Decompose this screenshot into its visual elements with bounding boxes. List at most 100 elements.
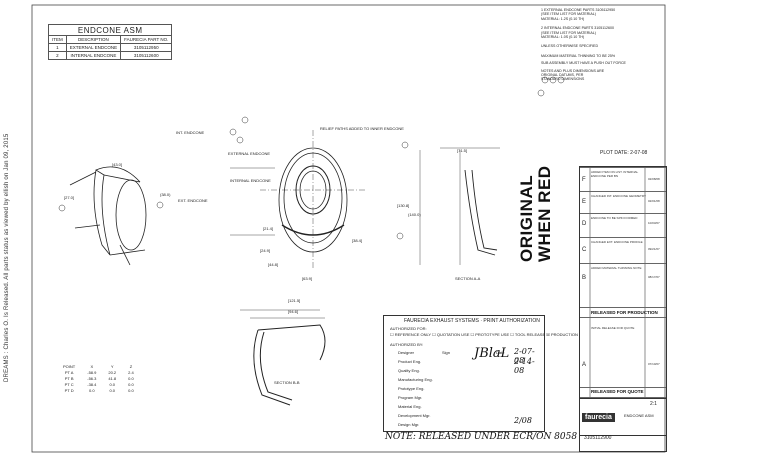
rev-text: ADDED ITEM ON LIST. INTERNAL ENDCONE PER… [591, 170, 639, 178]
note-line: (SEE ITEM LIST FOR MATERIAL) [541, 30, 596, 35]
title-scale: 2:1 [650, 401, 657, 407]
auth-role: Design Mgr. [398, 422, 420, 427]
stamp-line-2: WHEN RED [535, 165, 554, 262]
note-line: 2 INTERNAL ENDCONE PARTS 3105112600 [541, 26, 614, 31]
note-line: STANDARD DIMENSIONS [541, 77, 585, 82]
pt-header: X [90, 363, 94, 369]
date-label: Date [496, 350, 505, 355]
revision-table: F ADDED ITEM ON LIST. INTERNAL ENDCONE P… [579, 166, 667, 436]
pt-cell: 0.0 [109, 381, 116, 387]
pt-cell: 0.0 [89, 387, 95, 393]
note-line: SUB ASSEMBLY MUST HAVE A PUSH OUT FORCE [541, 61, 626, 66]
pt-header: POINT [63, 363, 76, 369]
auth-title: FAURECIA EXHAUST SYSTEMS · PRINT AUTHORI… [404, 318, 540, 324]
stamp-line-1: ORIGINAL [517, 174, 536, 262]
dim-label: [71.5] [457, 148, 468, 153]
label-section-bb: SECTION B-B [274, 380, 300, 385]
dim-label: [43.0] [112, 162, 123, 167]
title-block-frame [589, 166, 646, 398]
dim-label: [130.8] [397, 203, 410, 208]
rev-letter: E [582, 199, 587, 205]
bom-description: EXTERNAL ENDCONE [65, 43, 122, 52]
checkbox-prototype[interactable]: ☐ [470, 332, 476, 337]
note-line: MATERIAL: 1.0S (0.10 TH) [541, 35, 585, 40]
rev-date: 10/03/07 [648, 221, 660, 225]
handwritten-signature: JBlaL [474, 346, 510, 361]
rev-date: 07/10/07 [648, 362, 660, 366]
handwritten-date: 2/08 [514, 416, 532, 425]
label-relief: RELIEF PATHS ADDED TO INNER ENDCONE [320, 126, 404, 131]
bom-title: ENDCONE ASM [47, 24, 173, 36]
bom-part-no: 3105112950 [120, 43, 173, 52]
checkbox-reference[interactable]: ☐ [390, 332, 395, 337]
rev-date: 08/17/07 [648, 275, 660, 279]
pt-cell: PT C [64, 381, 74, 387]
pt-cell: 41.8 [108, 375, 117, 381]
dim-label: (38.0) [160, 192, 171, 197]
auth-option: PRODUCTION [550, 332, 578, 337]
bom-table: ENDCONE ASM ITEM DESCRIPTION FAURECIA PA… [47, 24, 173, 60]
auth-for-label: AUTHORIZED FOR: [390, 326, 427, 331]
rev-letter: B [582, 275, 587, 281]
dim-label: [121.5] [288, 298, 301, 303]
front-view [230, 130, 365, 270]
dim-label: [21.4] [263, 226, 274, 231]
bom-row: 1 EXTERNAL ENDCONE 3105112950 [48, 43, 173, 52]
pt-cell: 0.0 [128, 375, 134, 381]
bom-header: FAURECIA PART NO. [120, 35, 173, 44]
pt-cell: 0.0 [109, 387, 116, 393]
pt-cell: -38.4 [87, 381, 97, 387]
points-table: POINT X Y Z PT A -58.9 20.2 2.4 PT B -56… [57, 363, 140, 393]
section-b-view [240, 309, 326, 406]
auth-option: TOOL RELEASE [514, 332, 546, 337]
label-section-aa: SECTION A-A [455, 276, 481, 281]
isometric-view [69, 166, 147, 266]
released-production: RELEASED FOR PRODUCTION [591, 310, 658, 315]
label-ext-endcone: EXT. ENDCONE [178, 198, 208, 203]
checkbox-tool[interactable]: ☐ [510, 332, 515, 337]
dim-label: [94.6] [288, 309, 299, 314]
note-line: MATERIAL: 1.2S (0.10 TH) [541, 16, 585, 21]
sign-label: Sign [442, 350, 451, 355]
company-logo: faurecia [582, 413, 615, 422]
dim-label: [24.9] [260, 248, 271, 253]
rev-letter: D [582, 221, 587, 227]
rev-date: 02/01/08 [648, 199, 660, 203]
note-line: (SEE ITEM LIST FOR MATERIAL) [541, 12, 596, 17]
checkbox-quotation[interactable]: ☐ [432, 332, 437, 337]
rev-text: CHANGED INT. ENDCONE GEOMETRY [591, 194, 646, 198]
pt-cell: 0.0 [128, 387, 134, 393]
pt-cell: PT D [64, 387, 74, 393]
bom-header: ITEM [48, 35, 67, 44]
handwritten-date: 2-07-08 [514, 347, 535, 365]
section-a-view [419, 147, 500, 265]
bom-row: 2 INTERNAL ENDCONE 3105112600 [48, 51, 173, 60]
pt-cell: 0.0 [128, 381, 134, 387]
auth-options: ☐ REFERENCE ONLY ☐ QUOTATION USE ☐ PROTO… [390, 332, 578, 337]
auth-by-label: AUTHORIZED BY: [390, 342, 424, 347]
label-internal-endcone: INTERNAL ENDCONE [230, 178, 271, 183]
bom-part-no: 3105112600 [120, 51, 173, 60]
auth-role: Prototype Eng. [398, 386, 425, 391]
rev-text: ADDED MATERIAL THINNING NOTE [591, 266, 642, 270]
general-notes: 1 EXTERNAL ENDCONE PARTS 3105112950 (SEE… [541, 8, 701, 82]
dim-label: [27.0] [64, 195, 75, 200]
dim-label: (140.0) [408, 212, 421, 217]
pt-cell: 2.4 [128, 369, 134, 375]
bom-item: 2 [48, 51, 67, 60]
rev-text: INITIAL RELEASE FOR QUOTE [591, 326, 635, 330]
plot-date: PLOT DATE: 2-07-08 [600, 150, 648, 156]
rev-date: 09/21/07 [648, 247, 660, 251]
auth-option: QUOTATION USE [436, 332, 470, 337]
auth-role: Quality Eng. [398, 368, 420, 373]
bom-item: 1 [48, 43, 67, 52]
checkbox-production[interactable]: ☒ [546, 332, 551, 337]
pt-row: PT A -58.9 20.2 2.4 [57, 369, 140, 375]
pt-row: PT D 0.0 0.0 0.0 [57, 387, 140, 393]
dim-label: [63.9] [302, 276, 313, 281]
title-block: faurecia ENDCONE ASM 2:1 3105112900 [579, 398, 667, 452]
handwritten-release-note: NOTE: RELEASED UNDER ECR/ON 8058 [385, 432, 578, 442]
drawing-number: 3105112900 [584, 435, 612, 441]
auth-role: Manufacturing Eng. [398, 377, 433, 382]
